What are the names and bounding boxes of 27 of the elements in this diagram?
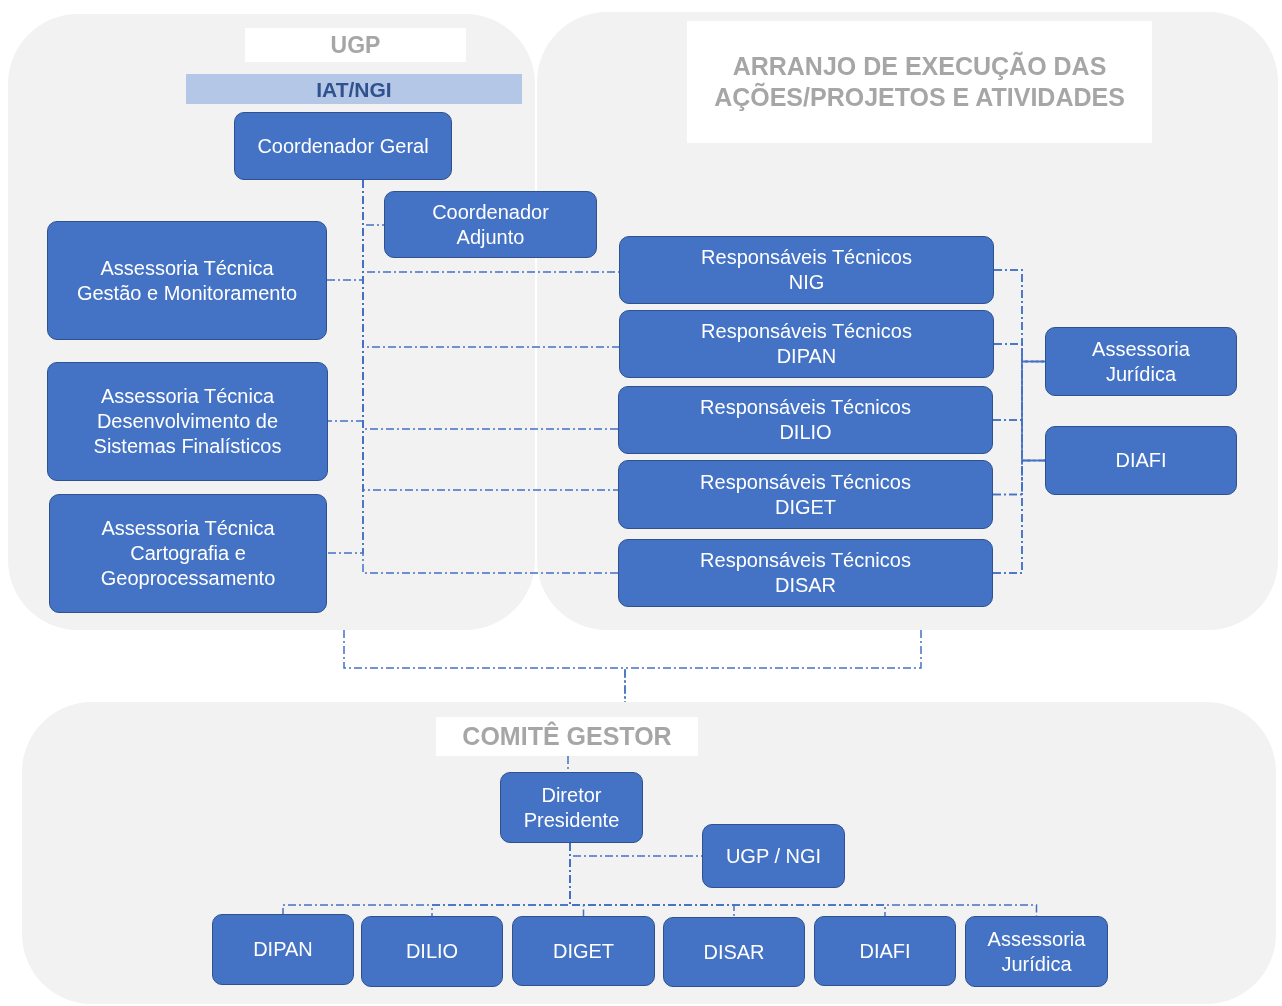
connector-line xyxy=(992,459,1046,574)
org-box: Responsáveis Técnicos DILIO xyxy=(618,386,993,454)
org-box: UGP / NGI xyxy=(702,824,845,888)
org-box: DILIO xyxy=(361,916,503,987)
panel-background xyxy=(22,702,1276,1004)
org-box: Assessoria Técnica Gestão e Monitoramento xyxy=(47,221,327,340)
org-box: Assessoria Jurídica xyxy=(1045,327,1237,396)
org-box: Responsáveis Técnicos DIPAN xyxy=(619,310,994,378)
org-box: DIAFI xyxy=(814,916,956,986)
org-box: DISAR xyxy=(663,917,805,987)
org-box: Responsáveis Técnicos DISAR xyxy=(618,539,993,607)
connector-line xyxy=(343,629,626,703)
org-box: Diretor Presidente xyxy=(500,772,643,843)
org-box: Coordenador Adjunto xyxy=(384,191,597,258)
unit-band: IAT/NGI xyxy=(186,74,522,104)
org-box: Assessoria Técnica Cartografia e Geoprocessamento xyxy=(49,494,327,613)
section-title: COMITÊ GESTOR xyxy=(436,717,698,756)
org-box: Responsáveis Técnicos DIGET xyxy=(618,460,993,529)
section-title: ARRANJO DE EXECUÇÃO DAS AÇÕES/PROJETOS E ATIVIDADES xyxy=(687,21,1152,143)
org-box: Coordenador Geral xyxy=(234,112,452,180)
org-box: DIAFI xyxy=(1045,426,1237,495)
org-box: DIPAN xyxy=(212,914,354,985)
section-title: UGP xyxy=(245,28,466,62)
org-box: Assessoria Jurídica xyxy=(965,916,1108,987)
org-box: Assessoria Técnica Desenvolvimento de Sistemas Finalísticos xyxy=(47,362,328,481)
org-box: DIGET xyxy=(512,916,655,986)
org-box: Responsáveis Técnicos NIG xyxy=(619,236,994,304)
